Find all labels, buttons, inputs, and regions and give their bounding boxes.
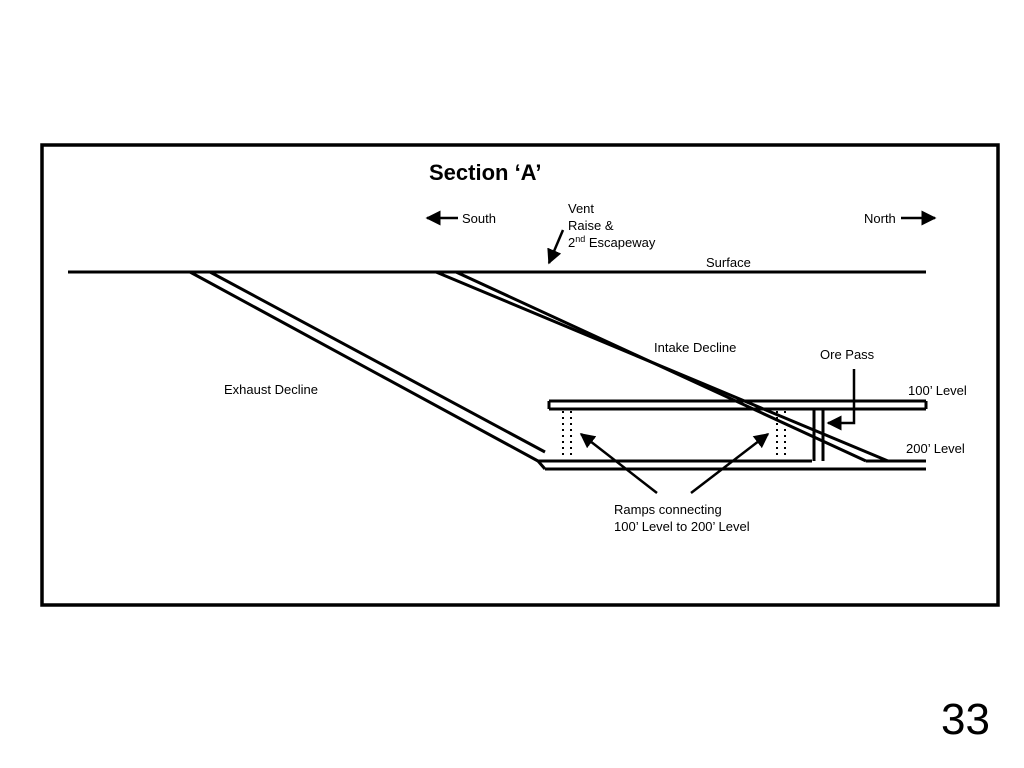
- exhaust-decline-label: Exhaust Decline: [224, 382, 318, 397]
- level-100-drift: [547, 399, 928, 411]
- ramps-label-line1: Ramps connecting: [614, 502, 722, 517]
- ramp-south: [562, 411, 572, 459]
- ramp-arrow-north: [690, 433, 770, 494]
- ore-pass: [812, 409, 825, 461]
- vent-raise-arrow: [547, 229, 565, 265]
- north-label: North: [864, 211, 896, 226]
- intake-decline-label: Intake Decline: [654, 340, 736, 355]
- vent-raise-label: Vent Raise & 2nd Escapeway: [568, 201, 656, 250]
- diagram-title: Section ‘A’: [429, 160, 541, 185]
- surface-label: Surface: [706, 255, 751, 270]
- level-200-drift: [536, 459, 926, 471]
- diagram-frame: [40, 143, 1000, 607]
- level-100-label: 100’ Level: [908, 383, 967, 398]
- exhaust-decline: [189, 270, 546, 463]
- ramps-label-line2: 100’ Level to 200’ Level: [614, 519, 750, 534]
- vent-raise-line3: 2: [568, 235, 575, 250]
- vent-raise-line2: Raise &: [568, 218, 614, 233]
- vent-raise-line1: Vent: [568, 201, 594, 216]
- ore-pass-label: Ore Pass: [820, 347, 875, 362]
- ramps-label: Ramps connecting 100’ Level to 200’ Leve…: [614, 502, 750, 534]
- ore-pass-arrow: [826, 369, 856, 431]
- intake-decline: [435, 270, 889, 463]
- vent-raise-line3-sup: nd: [575, 234, 585, 244]
- page-number: 33: [941, 695, 990, 744]
- south-label: South: [462, 211, 496, 226]
- vent-raise-line3-rest: Escapeway: [585, 235, 656, 250]
- ramp-north: [776, 411, 786, 459]
- ramp-arrow-south: [579, 433, 658, 494]
- level-200-label: 200’ Level: [906, 441, 965, 456]
